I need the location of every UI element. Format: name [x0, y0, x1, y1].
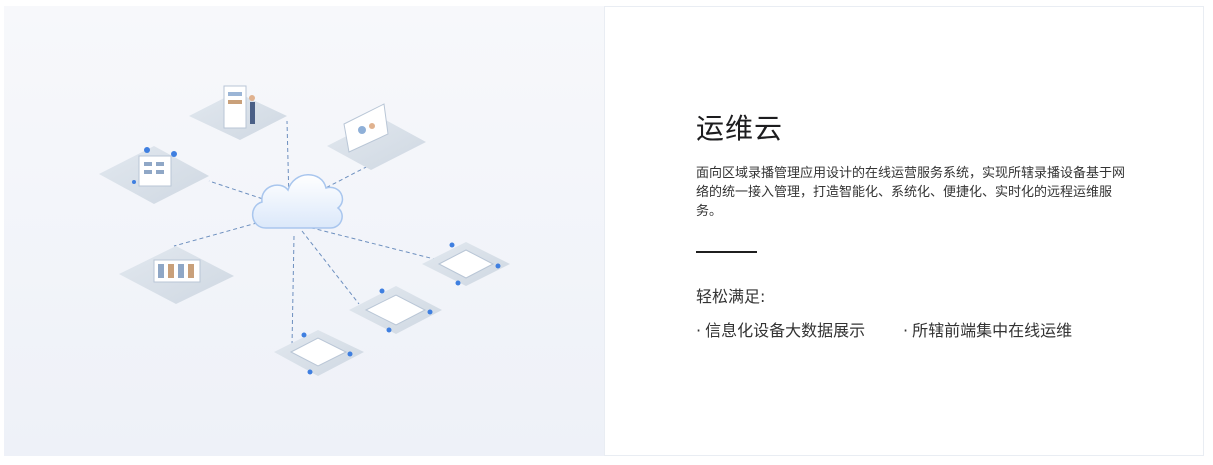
title-divider: [696, 251, 757, 253]
link-line: [303, 225, 455, 265]
device-tile-icon: [327, 103, 426, 170]
cloud-icon: [252, 174, 344, 229]
link-line: [286, 120, 290, 202]
link-line: [208, 180, 270, 202]
device-tile-icon: [349, 286, 442, 334]
info-card: 运维云 面向区域录播管理应用设计的在线运营服务系统，实现所辖录播设备基于网络的统…: [604, 6, 1204, 456]
card-description: 面向区域录播管理应用设计的在线运营服务系统，实现所辖录播设备基于网络的统一接入管…: [696, 166, 1126, 219]
bullet-dot: ·: [696, 321, 702, 340]
device-tile-icon: [189, 85, 287, 140]
feature-item: ·信息化设备大数据展示: [696, 317, 886, 345]
device-tile-icon: [274, 330, 364, 376]
feature-text: 所辖前端集中在线运维: [912, 321, 1073, 340]
device-tile-icon: [99, 146, 209, 204]
link-line: [301, 230, 360, 305]
network-illustration: [4, 6, 604, 456]
link-line: [291, 235, 295, 347]
cloud-network-diagram: [99, 85, 510, 376]
device-tile-icon: [422, 242, 510, 286]
card-title: 运维云: [696, 112, 784, 145]
link-line: [173, 220, 265, 247]
bullet-dot: ·: [903, 321, 909, 340]
feature-text: 信息化设备大数据展示: [705, 321, 866, 340]
features-heading: 轻松满足:: [696, 287, 766, 306]
feature-item: ·所辖前端集中在线运维: [903, 317, 1093, 345]
device-tile-icon: [119, 246, 234, 304]
